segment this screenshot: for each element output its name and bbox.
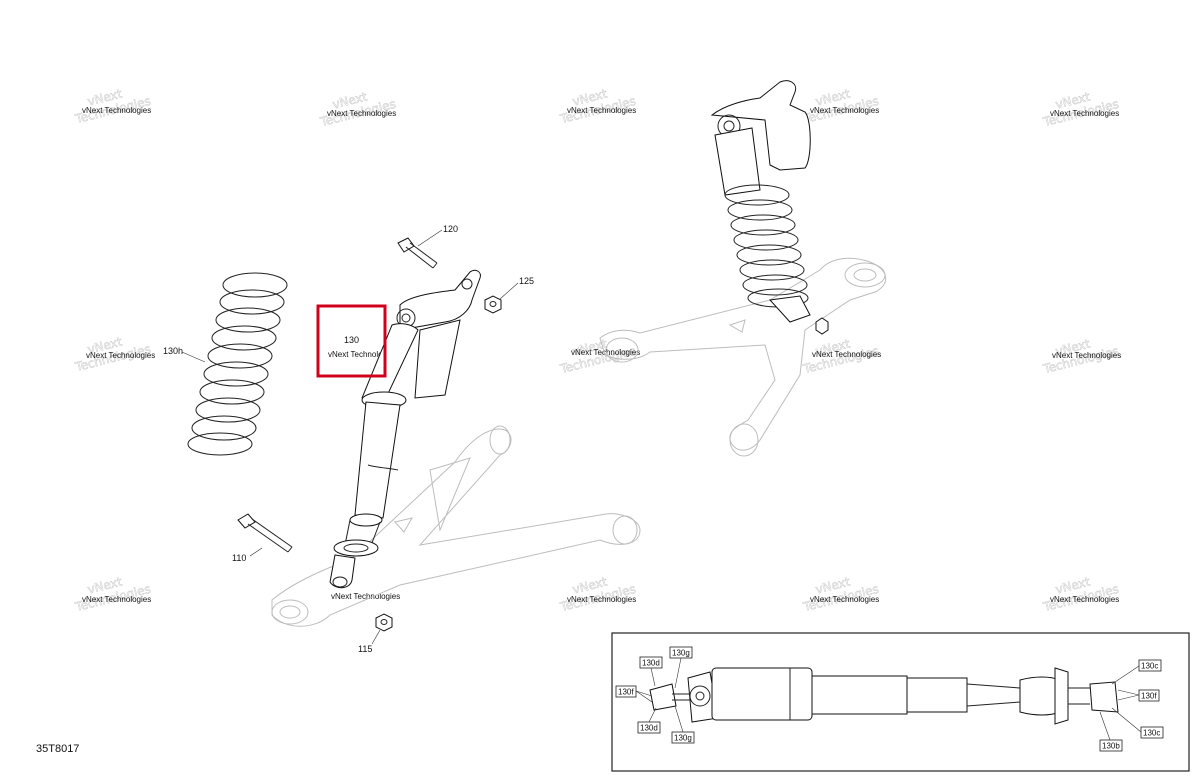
callout-130: 130 [344,335,359,345]
watermark-text: vNext Technologies [82,595,151,604]
diagram-code: 35T8017 [36,743,80,755]
nut-115 [375,613,393,632]
inset-label-130c-bottom: 130c [1143,729,1160,738]
shock-absorber [329,269,481,589]
watermark-text: vNext Technologies [82,106,151,115]
watermark-text: vNext Technologies [1052,351,1121,360]
watermark-text: vNext Technologies [328,350,397,359]
watermark-text: vNext Technologies [810,595,879,604]
coil-spring [187,272,288,456]
watermarks: vNext Technologies vNext Technologies vN… [73,86,1122,614]
bolt-110 [237,513,293,553]
inset-label-130f-right: 130f [1141,692,1157,701]
watermark-text: vNext Technologies [571,348,640,357]
watermark-text: vNext Technologies [567,595,636,604]
watermark-text: vNext Technologies [331,592,400,601]
watermark-text: vNext Technologies [327,109,396,118]
callout-115: 115 [358,644,372,654]
watermark-text: vNext Technologies [1050,109,1119,118]
watermark-text: vNext Technologies [812,350,881,359]
callout-125: 125 [519,276,534,286]
inset-label-130d-top: 130d [642,659,660,668]
assembled-view [599,80,887,457]
callout-130h: 130h [163,346,183,356]
inset-label-130f-left: 130f [618,688,634,697]
inset-label-130c-top: 130c [1141,662,1158,671]
watermark-text: vNext Technologies [567,106,636,115]
inset-label-130d-bottom: 130d [640,724,658,733]
bolt-120 [397,237,438,269]
inset-label-130g-bottom: 130g [674,734,692,743]
callout-120: 120 [443,224,458,234]
watermark-text: vNext Technologies [1050,595,1119,604]
watermark-text: vNext Technologies [810,106,879,115]
detail-inset: 130d 130g 130f 130d 130g 130c 130f 130c … [611,632,1190,772]
inset-label-130g-top: 130g [672,649,690,658]
highlight-box [316,304,387,378]
inset-label-130b: 130b [1102,742,1120,751]
assembled-spring [724,184,809,308]
watermark-text: vNext Technologies [86,351,155,360]
nut-125 [484,295,502,314]
callout-110: 110 [232,553,246,563]
